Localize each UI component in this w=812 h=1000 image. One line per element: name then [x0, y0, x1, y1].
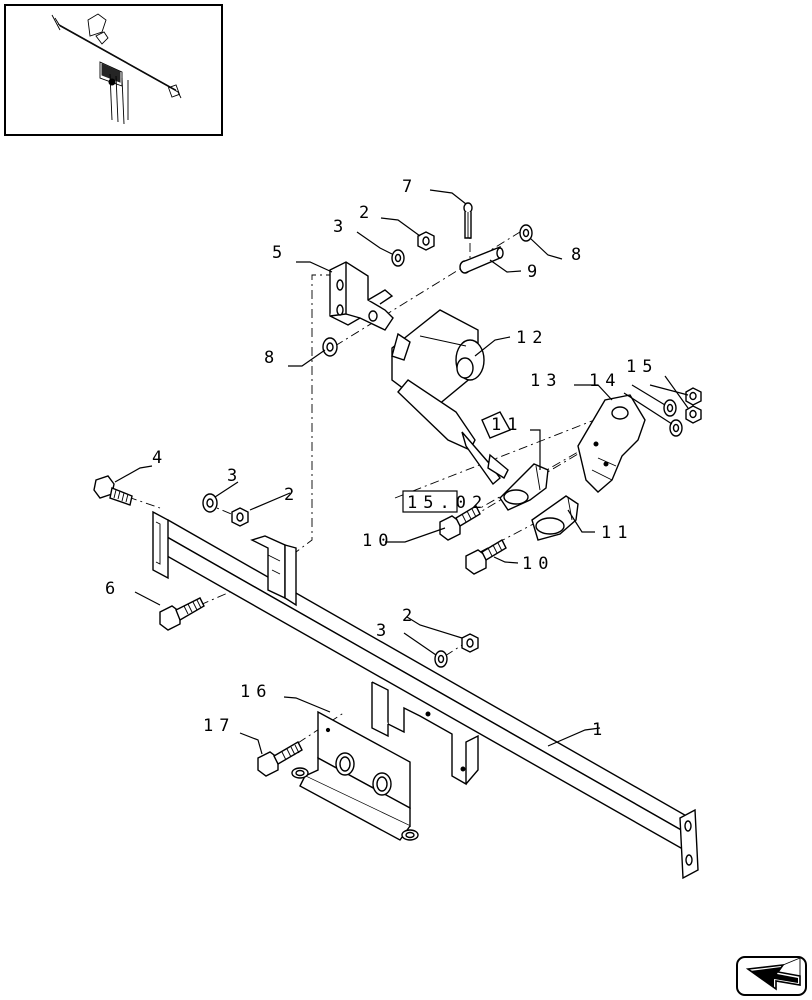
washer-8-left — [322, 337, 338, 357]
callout-3: 3 — [376, 621, 392, 641]
nut-15-lower — [685, 405, 702, 424]
nut-15-upper — [685, 387, 702, 406]
bolt-10-lower — [465, 539, 507, 575]
reference-label: 15.02 — [407, 493, 488, 513]
nut-2-left — [231, 507, 249, 527]
next-page-arrow-icon[interactable] — [736, 956, 807, 996]
callouts: 1 2 2 2 3 3 3 4 5 6 7 8 8 9 10 10 11 11 … — [105, 177, 658, 740]
callout-11: 11 — [491, 415, 523, 435]
washer-3-mid — [434, 650, 448, 668]
callout-7: 7 — [402, 177, 418, 197]
clamp-11-lower — [531, 495, 579, 541]
callout-4: 4 — [152, 448, 168, 468]
overview-thumbnail[interactable] — [4, 4, 223, 136]
bolt-6 — [159, 597, 205, 631]
main-crossbar — [152, 510, 699, 880]
pivot-arm — [577, 394, 646, 493]
callout-2: 2 — [402, 606, 418, 626]
washer-3-left — [202, 493, 218, 513]
callout-5: 5 — [272, 243, 288, 263]
washer-14-upper — [663, 399, 677, 417]
nut-2-top — [417, 231, 435, 251]
callout-14: 14 — [589, 371, 621, 391]
callout-13: 13 — [530, 371, 562, 391]
callout-6: 6 — [105, 579, 121, 599]
bolt-4 — [93, 475, 133, 506]
bolt-17 — [257, 741, 303, 777]
washer-8-right — [519, 224, 533, 242]
callout-16: 16 — [240, 682, 272, 702]
clevis-pin — [459, 245, 504, 274]
callout-11: 11 — [601, 523, 633, 543]
callout-12: 12 — [516, 328, 548, 348]
washer-14-lower — [669, 419, 683, 437]
callout-9: 9 — [527, 262, 543, 282]
callout-3: 3 — [333, 217, 349, 237]
reference-box[interactable]: 15.02 — [402, 490, 488, 513]
callout-8: 8 — [264, 348, 280, 368]
callout-2: 2 — [359, 203, 375, 223]
callout-1: 1 — [592, 720, 608, 740]
callout-10: 10 — [362, 531, 394, 551]
nut-2-mid — [461, 633, 479, 653]
callout-8: 8 — [571, 245, 587, 265]
callout-17: 17 — [203, 716, 235, 736]
leader-lines — [114, 189, 689, 755]
bolt-10-upper — [439, 505, 481, 541]
clevis-bracket — [329, 261, 394, 331]
washer-3-top — [391, 249, 405, 267]
callout-3: 3 — [227, 466, 243, 486]
hydraulic-cylinder — [391, 309, 511, 486]
mounting-plate — [291, 710, 419, 841]
callout-2: 2 — [284, 485, 300, 505]
callout-10: 10 — [522, 554, 554, 574]
callout-15: 15 — [626, 357, 658, 377]
clamp-11-upper — [499, 463, 549, 511]
cotter-pin — [463, 202, 473, 239]
